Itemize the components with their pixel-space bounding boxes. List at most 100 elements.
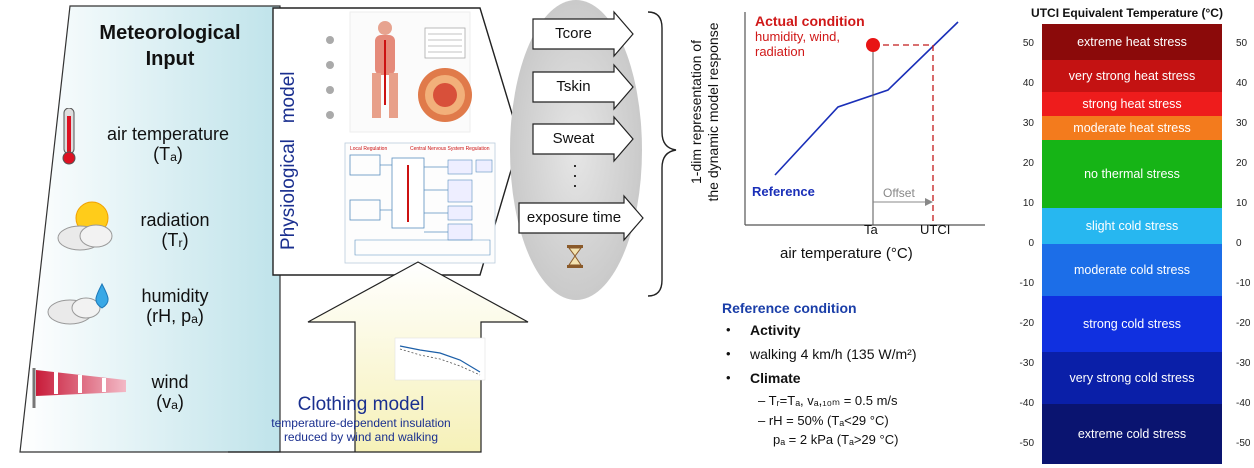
clothing-text-block: Clothing model temperature-dependent ins… xyxy=(250,394,472,444)
humidity-label: humidity xyxy=(141,286,209,306)
ylabel-line1: 1-dim representation of xyxy=(688,40,704,184)
humidity-item: humidity (rH, pₐ) xyxy=(120,286,230,326)
utci-tick-right: 40 xyxy=(1236,78,1248,89)
clothing-line2: reduced by wind and walking xyxy=(283,430,439,444)
actual-point xyxy=(866,38,880,52)
wind-label: wind xyxy=(151,372,189,392)
utci-band: slight cold stress xyxy=(1042,208,1222,244)
actual-sub2: radiation xyxy=(755,44,805,59)
meteo-title-line1: Meteorological xyxy=(99,22,241,44)
meteo-title: Meteorological Input xyxy=(70,20,270,72)
sweat-label: Sweat xyxy=(552,130,595,147)
utci-tick-left: 30 xyxy=(1022,118,1034,129)
utci-tick-left: 10 xyxy=(1022,198,1034,209)
response-ylabel: 1-dim representation of the dynamic mode… xyxy=(688,0,722,232)
climate-line1: – Tᵣ=Tₐ, vₐ,₁₀ₘ = 0.5 m/s xyxy=(758,393,898,408)
utci-label: UTCI xyxy=(920,222,951,237)
air-temp-symbol: (Tₐ) xyxy=(153,144,183,164)
utci-band: moderate cold stress xyxy=(1042,244,1222,296)
exposure-label: exposure time xyxy=(526,209,622,226)
tskin-label: Tskin xyxy=(556,78,591,95)
utci-tick-left: -10 xyxy=(1019,278,1034,289)
walking-label: walking 4 km/h (135 W/m²) xyxy=(750,346,917,362)
sweat-arrow-box xyxy=(532,115,634,163)
utci-tick-left: 40 xyxy=(1022,78,1034,89)
local-regulation-label: Local Regulation xyxy=(350,146,387,152)
tskin-arrow-box xyxy=(532,63,634,111)
cns-regulation-label: Central Nervous System Regulation xyxy=(410,146,490,152)
ta-label: Ta xyxy=(864,222,878,237)
clothing-mini-chart xyxy=(394,337,486,381)
clothing-line1: temperature-dependent insulation xyxy=(271,416,451,430)
actual-title: Actual condition xyxy=(755,13,865,29)
clothing-arrow xyxy=(228,261,529,453)
more-dots: · · · xyxy=(572,155,578,195)
wind-item: wind (vₐ) xyxy=(130,372,210,412)
radiation-label: radiation xyxy=(140,210,210,230)
radiation-item: radiation (Tᵣ) xyxy=(120,210,230,250)
actual-sub1: humidity, wind, xyxy=(755,29,841,44)
tcore-label: Tcore xyxy=(555,25,592,42)
clothing-title: Clothing model xyxy=(297,394,425,415)
utci-band: strong heat stress xyxy=(1042,92,1222,116)
utci-tick-right: -10 xyxy=(1236,278,1251,289)
utci-tick-right: -20 xyxy=(1236,318,1251,329)
utci-tick-right: -40 xyxy=(1236,398,1251,409)
utci-tick-right: 30 xyxy=(1236,118,1248,129)
radiation-symbol: (Tᵣ) xyxy=(161,230,189,250)
offset-label: Offset xyxy=(883,186,915,200)
physio-label: Physiological model xyxy=(278,71,299,250)
tcore-arrow-box xyxy=(532,10,634,58)
wind-symbol: (vₐ) xyxy=(156,392,184,412)
utci-tick-left: -20 xyxy=(1019,318,1034,329)
utci-band: very strong cold stress xyxy=(1042,352,1222,404)
response-xlabel: air temperature (°C) xyxy=(780,245,913,262)
utci-band: very strong heat stress xyxy=(1042,60,1222,92)
utci-tick-right: 20 xyxy=(1236,158,1248,169)
utci-tick-left: -50 xyxy=(1019,438,1034,449)
utci-tick-right: 0 xyxy=(1236,238,1242,249)
cloud-drop-icon xyxy=(42,280,118,335)
bullet-1: • xyxy=(726,322,731,337)
windsock-icon xyxy=(30,362,130,415)
utci-tick-right: 50 xyxy=(1236,38,1248,49)
response-curve xyxy=(774,21,959,176)
reference-condition-title: Reference condition xyxy=(722,300,857,316)
actual-condition-block: Actual condition humidity, wind, radiati… xyxy=(755,13,865,59)
utci-tick-right: -50 xyxy=(1236,438,1251,449)
activity-label: Activity xyxy=(750,322,801,338)
hourglass-icon xyxy=(567,245,583,268)
utci-band: moderate heat stress xyxy=(1042,116,1222,140)
utci-band: no thermal stress xyxy=(1042,140,1222,208)
exposure-arrow-box xyxy=(518,194,644,242)
reference-label: Reference xyxy=(752,184,815,199)
utci-band: extreme heat stress xyxy=(1042,24,1222,60)
curly-brace xyxy=(647,11,677,297)
thermometer-icon xyxy=(62,107,76,166)
utci-tick-left: 20 xyxy=(1022,158,1034,169)
air-temp-item: air temperature (Tₐ) xyxy=(88,124,248,164)
climate-line2: – rH = 50% (Tₐ<29 °C) xyxy=(758,413,889,428)
climate-label: Climate xyxy=(750,370,801,386)
bullet-3: • xyxy=(726,370,731,385)
climate-line3: pₐ = 2 kPa (Tₐ>29 °C) xyxy=(773,432,899,447)
utci-title: UTCI Equivalent Temperature (°C) xyxy=(1031,6,1223,20)
body-thermal-image xyxy=(326,11,472,133)
response-chart xyxy=(744,12,985,226)
utci-tick-right: 10 xyxy=(1236,198,1248,209)
regulation-schematic: Local Regulation Central Nervous System … xyxy=(344,142,496,264)
utci-tick-left: -30 xyxy=(1019,358,1034,369)
utci-tick-left: 50 xyxy=(1022,38,1034,49)
utci-tick-left: -40 xyxy=(1019,398,1034,409)
humidity-symbol: (rH, pₐ) xyxy=(146,306,204,326)
air-temp-label: air temperature xyxy=(106,124,230,144)
bullet-2: • xyxy=(726,346,731,361)
utci-tick-left: 0 xyxy=(1028,238,1034,249)
utci-band: strong cold stress xyxy=(1042,296,1222,352)
sun-cloud-icon xyxy=(52,198,122,261)
meteo-title-line2: Input xyxy=(145,48,195,70)
ylabel-line2: the dynamic model response xyxy=(705,22,721,202)
utci-band: extreme cold stress xyxy=(1042,404,1222,464)
utci-tick-right: -30 xyxy=(1236,358,1251,369)
